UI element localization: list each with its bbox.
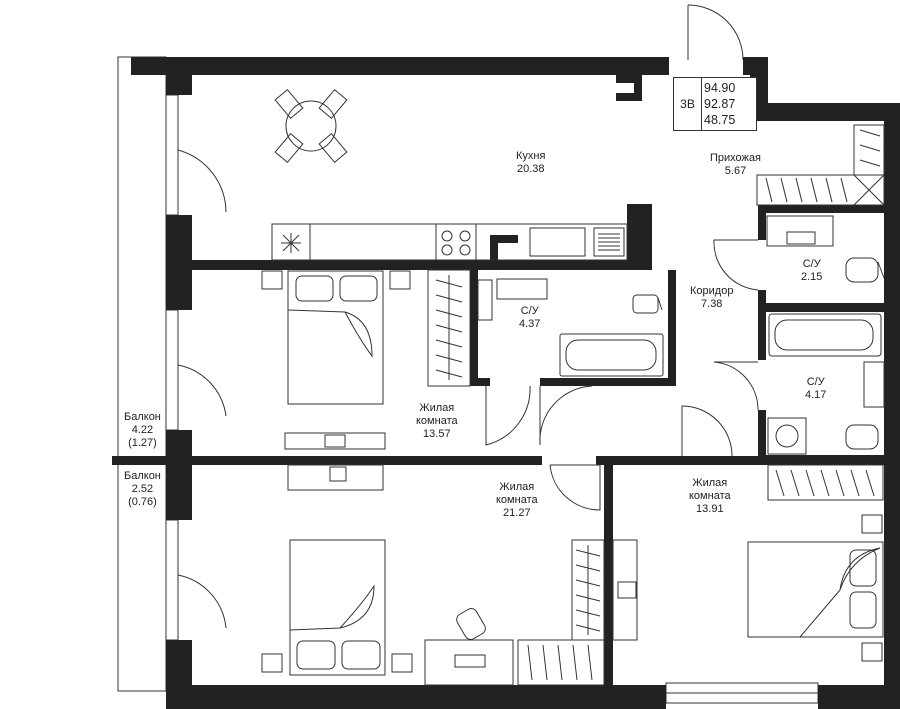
- label-corridor: Коридор 7.38: [690, 285, 734, 310]
- label-bath-2: С/У 2.15: [801, 258, 823, 283]
- area-general: 92.87: [704, 97, 736, 111]
- label-bath-1: С/У 4.37: [519, 305, 541, 330]
- label-living-2: Жилая комната 21.27: [496, 481, 538, 519]
- apartment-type: 3В: [674, 78, 702, 130]
- bed-1: [287, 270, 384, 405]
- label-bath-3: С/У 4.17: [805, 376, 827, 401]
- label-balcony-1: Балкон 4.22 (1.27): [124, 411, 161, 449]
- kitchen-counter: [271, 223, 628, 261]
- label-kitchen: Кухня 20.38: [516, 150, 546, 175]
- bed-3: [747, 541, 884, 638]
- area-living: 48.75: [704, 113, 736, 127]
- label-living-1: Жилая комната 13.57: [416, 402, 458, 440]
- area-total: 94.90: [704, 81, 736, 95]
- balcony-outline: [117, 56, 167, 692]
- label-living-3: Жилая комната 13.91: [689, 477, 731, 515]
- apartment-info: 3В 94.90 92.87 48.75: [673, 77, 757, 131]
- walls: [112, 57, 900, 709]
- bed-2: [289, 539, 386, 676]
- label-hallway: Прихожая 5.67: [710, 152, 761, 177]
- label-balcony-2: Балкон 2.52 (0.76): [124, 470, 161, 508]
